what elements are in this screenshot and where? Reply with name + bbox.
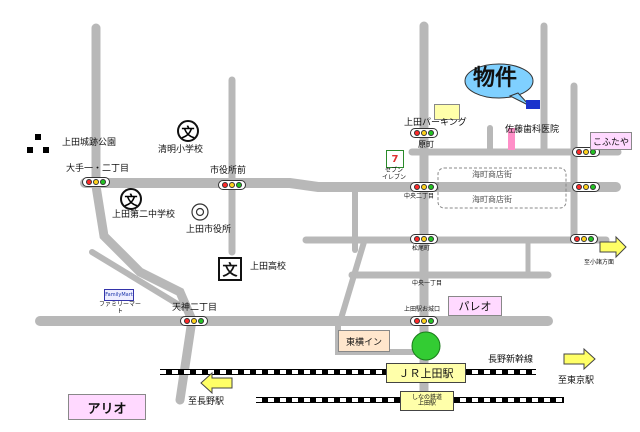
signal-red xyxy=(413,130,420,136)
signal-kofutaya xyxy=(572,147,600,157)
signal-red xyxy=(575,184,582,190)
label-city-hall: 上田市役所 xyxy=(186,225,232,235)
family-mart-logo: FamilyMart xyxy=(104,289,134,301)
label-ueda-high: 上田高校 xyxy=(250,262,287,272)
label-matsuo: 松尾町 xyxy=(412,245,431,252)
signal-green xyxy=(428,236,435,242)
signal-green xyxy=(588,236,595,242)
station-circle xyxy=(411,331,441,361)
signal-yellow xyxy=(582,149,589,155)
label-ekimae: 上田駅お城口 xyxy=(404,306,441,313)
label-bukken: 物件 xyxy=(473,66,518,91)
school-icon: 文 xyxy=(177,120,199,142)
roads xyxy=(35,21,622,405)
signal-yellow xyxy=(420,184,427,190)
label-otemon: 大手一・二丁目 xyxy=(66,164,130,174)
signal-east xyxy=(572,182,600,192)
road-main-ew xyxy=(80,178,621,192)
label-family-mart: ファミリーマート xyxy=(98,301,141,315)
signal-red xyxy=(413,318,420,324)
label-ueda-parking: 上田パーキング xyxy=(404,118,467,128)
shopping-street-outline xyxy=(437,167,567,209)
signal-tenjin xyxy=(180,316,208,326)
signal-red xyxy=(575,149,582,155)
toyoko-inn: 東横イン xyxy=(338,330,390,352)
signal-yellow xyxy=(420,318,427,324)
signal-green xyxy=(590,184,597,190)
label-daini-school: 上田第二中学校 xyxy=(112,210,176,220)
signal-red xyxy=(573,236,580,242)
label-castle-park: 上田城跡公園 xyxy=(62,138,117,148)
signal-yellow xyxy=(420,130,427,136)
label-chuo-1: 中央一丁目 xyxy=(412,280,443,287)
road-familymart xyxy=(89,249,187,311)
parking-box xyxy=(434,104,460,120)
road-v-364 xyxy=(337,239,367,325)
signal-ekimae xyxy=(410,316,438,326)
signal-yellow xyxy=(582,184,589,190)
property-marker xyxy=(526,100,540,109)
arrow-nagano xyxy=(200,371,233,395)
signal-yellow xyxy=(580,236,587,242)
property-callout xyxy=(464,63,534,107)
signal-yellow xyxy=(420,236,427,242)
road-curve xyxy=(91,181,197,405)
palio-building: パレオ xyxy=(448,296,502,316)
label-to-komoro: 至小諸方面 xyxy=(584,259,615,266)
kofutaya-shop: こふたや xyxy=(590,132,632,150)
arrow-tokyo xyxy=(563,347,596,371)
ario-building: アリオ xyxy=(68,394,146,420)
signal-green xyxy=(428,318,435,324)
signal-green xyxy=(198,318,205,324)
signal-east-matsuo xyxy=(570,234,598,244)
signal-matsuo xyxy=(410,234,438,244)
shinano-ueda-station: しなの鉄道 上田駅 xyxy=(400,391,454,411)
seven-eleven-icon: 7 xyxy=(386,150,404,168)
label-chuo-2: 中央二丁目 xyxy=(404,193,435,200)
high-school-icon: 文 xyxy=(218,257,242,281)
castle-park-mark xyxy=(27,134,49,153)
label-tenjin: 天神二丁目 xyxy=(172,303,218,313)
label-shinkansen: 長野新幹線 xyxy=(488,355,534,365)
label-to-nagano: 至長野駅 xyxy=(188,397,225,407)
label-haramachi: 原町 xyxy=(418,140,434,149)
signal-green xyxy=(100,179,107,185)
signal-yellow xyxy=(92,179,99,185)
signal-green xyxy=(428,184,435,190)
label-shiyakushomae: 市役所前 xyxy=(210,166,247,176)
signal-red xyxy=(183,318,190,324)
signal-green xyxy=(236,182,243,188)
signal-green xyxy=(428,130,435,136)
direction-arrows xyxy=(200,235,627,395)
signal-red xyxy=(413,236,420,242)
jr-ueda-station: ＪＲ上田駅 xyxy=(386,363,466,383)
signal-yellow xyxy=(228,182,235,188)
signal-red xyxy=(413,184,420,190)
school-icon: 文 xyxy=(120,188,142,210)
label-seimei-school: 清明小学校 xyxy=(158,145,204,155)
label-unnomachi-2: 海町商店街 xyxy=(472,195,512,204)
label-seven-eleven: セブン イレブン xyxy=(382,167,407,181)
signal-yellow xyxy=(190,318,197,324)
label-saito-dental: 佐藤歯科医院 xyxy=(505,125,560,135)
label-unnomachi-1: 海町商店街 xyxy=(472,170,512,179)
signal-chuo2 xyxy=(410,182,438,192)
signal-shiyakushomae xyxy=(218,180,246,190)
city-hall-mark xyxy=(191,203,209,221)
dental-marker xyxy=(508,128,515,150)
signal-haramachi xyxy=(410,128,438,138)
arrow-komoro xyxy=(599,235,627,259)
signal-otemon xyxy=(82,177,110,187)
signal-red xyxy=(221,182,228,188)
label-to-tokyo: 至東京駅 xyxy=(558,376,595,386)
signal-red xyxy=(85,179,92,185)
